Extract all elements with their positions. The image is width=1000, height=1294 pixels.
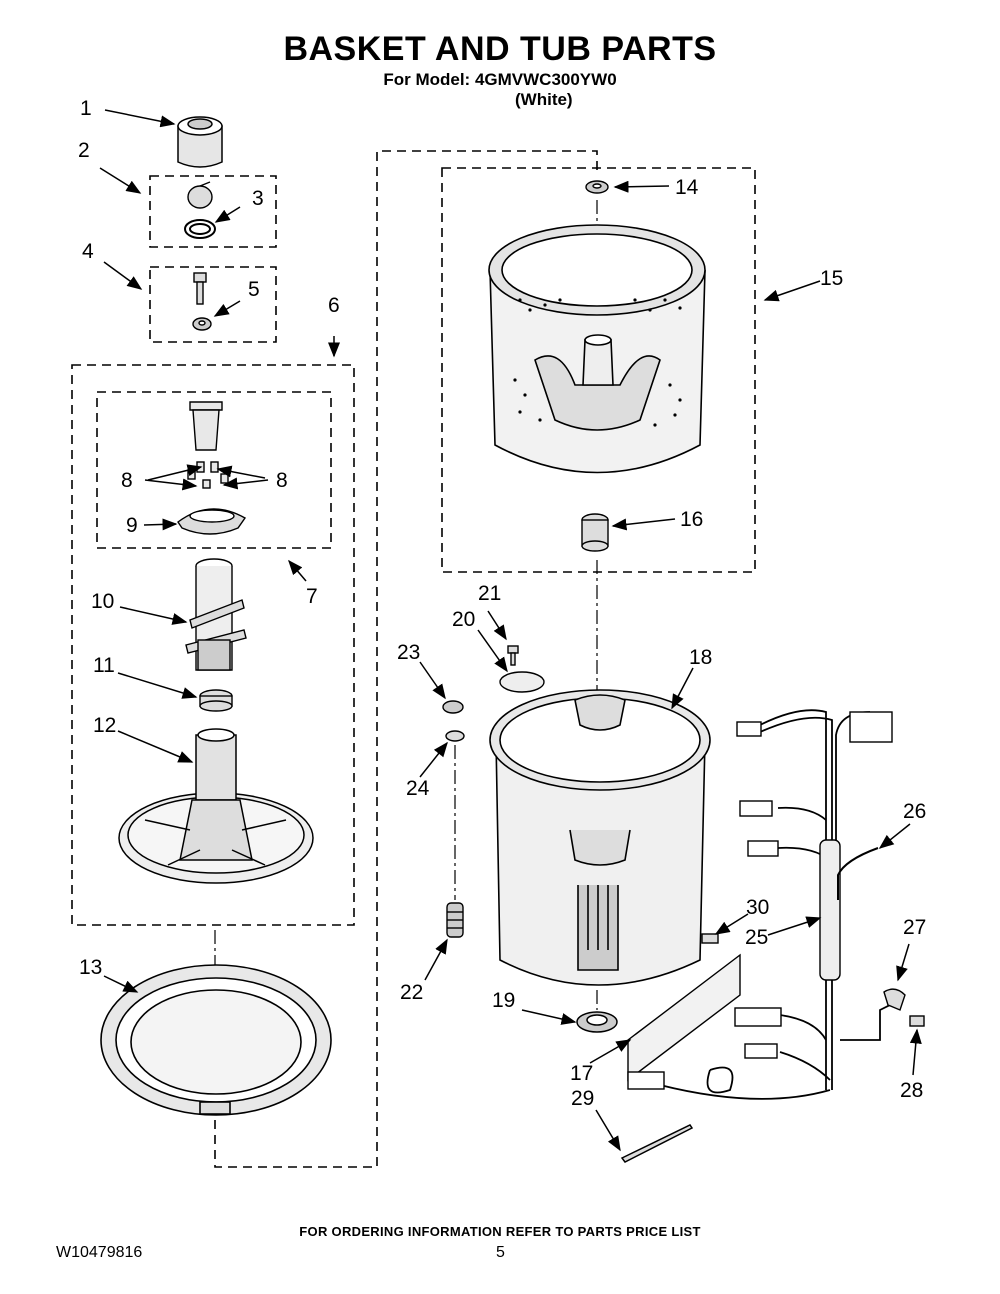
part-2-cam-icon bbox=[187, 181, 213, 209]
part-20-plate-icon bbox=[499, 671, 545, 693]
part-11-cap-icon bbox=[199, 689, 233, 712]
basket-holes bbox=[513, 298, 682, 427]
callout-4: 4 bbox=[82, 240, 94, 263]
part-21-screw-icon bbox=[507, 645, 519, 666]
part-19-seal-icon bbox=[576, 1011, 618, 1033]
part-14-nut-icon bbox=[585, 180, 609, 194]
callout-21: 21 bbox=[478, 582, 501, 605]
callout-29: 29 bbox=[571, 1087, 594, 1110]
part-13-tub-ring-icon bbox=[100, 964, 332, 1116]
part-25-sleeve-icon bbox=[819, 839, 841, 981]
part-16-drive-block-icon bbox=[581, 513, 609, 552]
callout-14: 14 bbox=[675, 176, 699, 199]
part-22-spring-icon bbox=[446, 902, 464, 938]
color-line: (White) bbox=[515, 90, 573, 109]
group-box-15 bbox=[441, 167, 756, 573]
callout-28: 28 bbox=[900, 1079, 923, 1102]
callout-9: 9 bbox=[126, 514, 138, 537]
callout-10: 10 bbox=[91, 590, 114, 613]
harness-connectors bbox=[627, 711, 893, 1090]
callout-2: 2 bbox=[78, 139, 90, 162]
part-28-screw-icon bbox=[909, 1015, 925, 1027]
page-number: 5 bbox=[496, 1244, 505, 1261]
part-3-ring-icon bbox=[184, 219, 216, 239]
part-1-cap-icon bbox=[177, 116, 223, 168]
callout-17: 17 bbox=[570, 1062, 593, 1085]
group-box-6 bbox=[71, 364, 355, 926]
part-5-washer-icon bbox=[192, 317, 212, 331]
callout-15: 15 bbox=[820, 267, 843, 290]
callout-8-left: 8 bbox=[121, 469, 133, 492]
callout-6: 6 bbox=[328, 294, 340, 317]
callout-8-right: 8 bbox=[276, 469, 288, 492]
part-29-tie-icon bbox=[620, 1124, 694, 1163]
part-26-tube-icon bbox=[837, 847, 879, 900]
callout-11: 11 bbox=[93, 654, 115, 677]
callout-25: 25 bbox=[745, 926, 768, 949]
callout-5: 5 bbox=[248, 278, 260, 301]
part-10-auger-icon bbox=[185, 558, 247, 671]
part-9-ring-icon bbox=[177, 508, 247, 535]
part-23-cup-icon bbox=[442, 700, 464, 714]
part-7-dogs-assembly-icon bbox=[187, 401, 229, 489]
callout-26: 26 bbox=[903, 800, 926, 823]
callout-24: 24 bbox=[406, 777, 430, 800]
callout-30: 30 bbox=[746, 896, 769, 919]
ordering-note: FOR ORDERING INFORMATION REFER TO PARTS … bbox=[299, 1224, 701, 1239]
part-17-control-board-icon bbox=[627, 953, 741, 1082]
document-number: W10479816 bbox=[56, 1244, 143, 1261]
part-24-ball-icon bbox=[445, 730, 465, 742]
part-4-bolt-icon bbox=[193, 272, 207, 305]
callout-3: 3 bbox=[252, 187, 264, 210]
callout-20: 20 bbox=[452, 608, 475, 631]
part-27-clip-icon bbox=[883, 988, 906, 1011]
callout-27: 27 bbox=[903, 916, 926, 939]
part-30-screw-icon bbox=[701, 933, 719, 944]
part-15-basket-icon bbox=[488, 224, 706, 474]
page-title: BASKET AND TUB PARTS bbox=[283, 30, 717, 68]
callout-12: 12 bbox=[93, 714, 116, 737]
callout-22: 22 bbox=[400, 981, 423, 1004]
callout-18: 18 bbox=[689, 646, 712, 669]
model-line: For Model: 4GMVWC300YW0 bbox=[383, 70, 617, 89]
group-box-2 bbox=[149, 175, 277, 248]
part-18-outer-tub-icon bbox=[489, 689, 711, 986]
group-box-4 bbox=[149, 266, 277, 343]
callout-1: 1 bbox=[80, 97, 92, 120]
callout-19: 19 bbox=[492, 989, 515, 1012]
connector-line bbox=[214, 150, 598, 1168]
callout-23: 23 bbox=[397, 641, 420, 664]
part-12-agitator-icon bbox=[118, 728, 314, 884]
callout-13: 13 bbox=[79, 956, 102, 979]
callout-16: 16 bbox=[680, 508, 703, 531]
callout-7: 7 bbox=[306, 585, 318, 608]
leader-arrows bbox=[99, 109, 922, 1152]
callout-numbers: 1 2 3 4 5 6 7 8 8 9 10 11 12 13 14 15 16… bbox=[78, 97, 926, 1110]
